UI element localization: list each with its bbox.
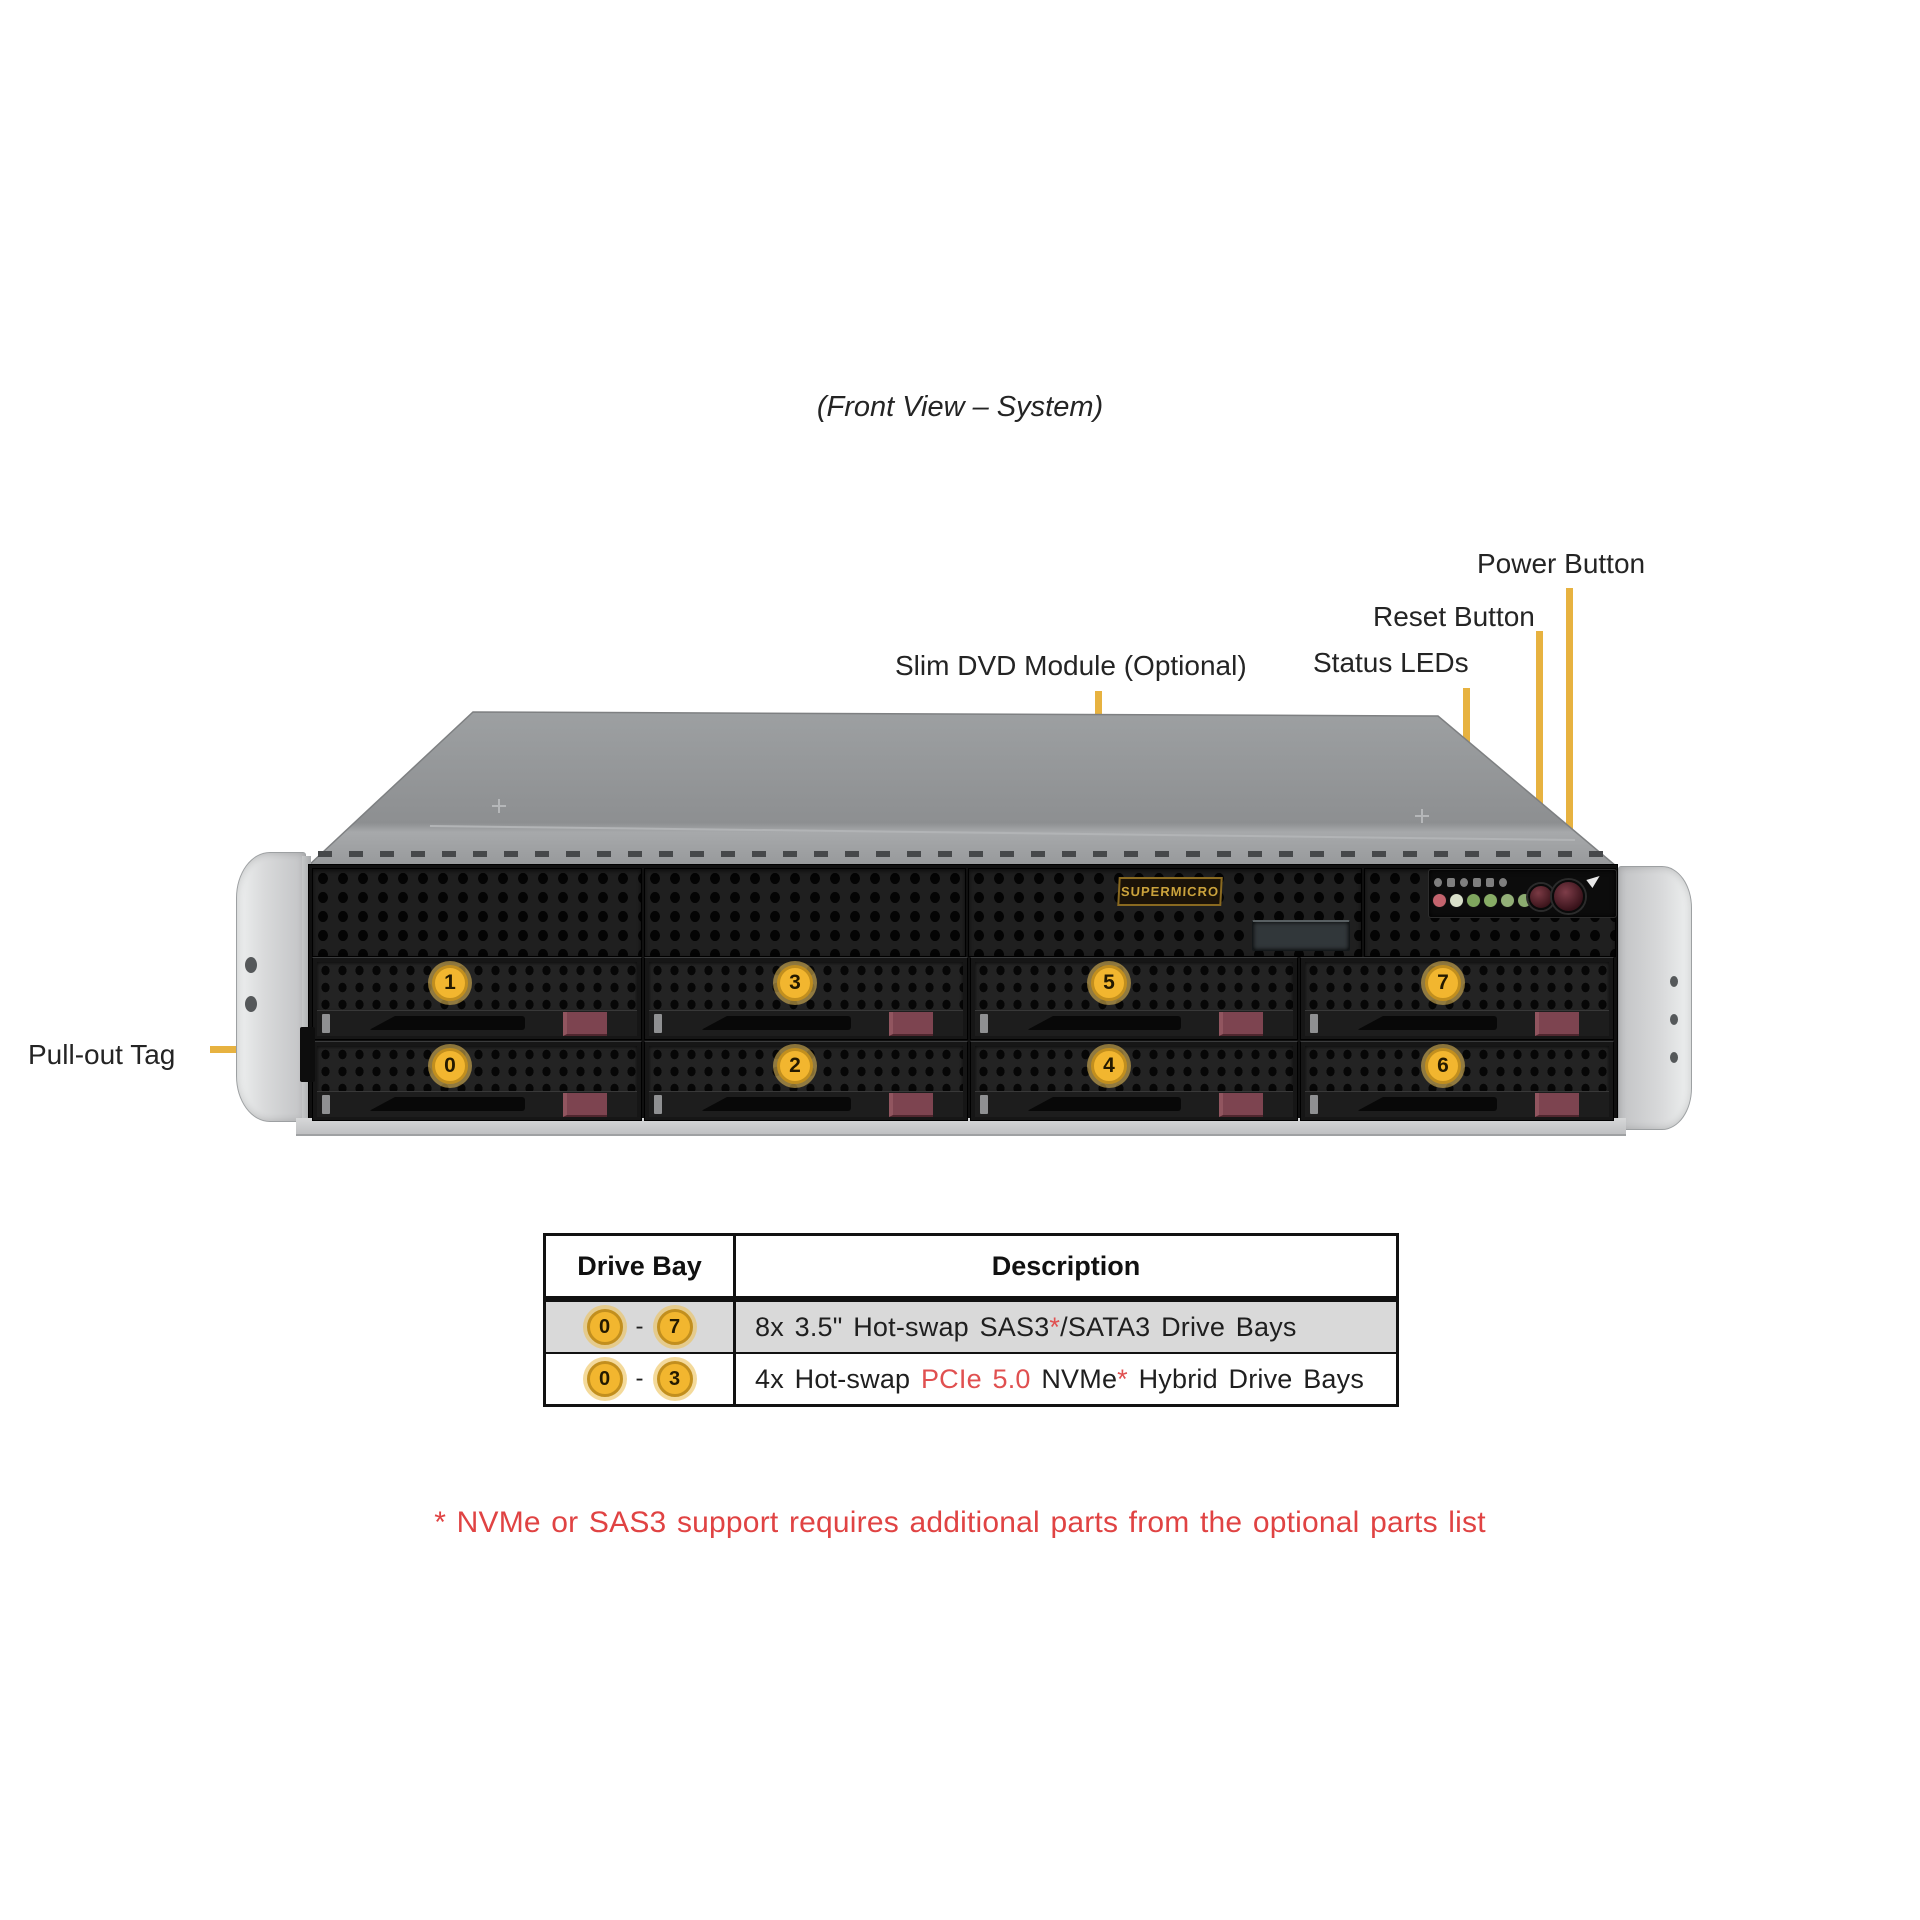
drive-tray-7 — [1300, 957, 1614, 1040]
table-header-row: Drive Bay Description — [546, 1236, 1396, 1302]
header-drive-bay: Drive Bay — [546, 1236, 736, 1296]
nic1-led — [1500, 893, 1515, 908]
tray-latch — [1219, 1012, 1263, 1036]
info-icon — [1447, 878, 1455, 887]
nic2-icon — [1473, 878, 1481, 887]
chassis-base — [296, 1118, 1626, 1136]
drive-tray-1 — [312, 957, 642, 1040]
status-icon-row — [1434, 878, 1507, 887]
right-handle-hole — [1670, 1052, 1678, 1063]
tray-latch — [1535, 1093, 1579, 1117]
drive-tray-0 — [312, 1041, 642, 1121]
callout-line-reset — [1536, 631, 1543, 888]
label-pullout-tag: Pull-out Tag — [28, 1039, 176, 1070]
bay-badge-3: 3 — [777, 965, 813, 1001]
tray-handle — [317, 1091, 637, 1117]
hdd-icon — [1499, 878, 1507, 887]
bay-badge-4: 4 — [1091, 1048, 1127, 1084]
tray-latch — [889, 1012, 933, 1036]
tray-latch — [889, 1093, 933, 1117]
bay-range-dash: - — [635, 1365, 644, 1392]
overheat-icon — [1460, 878, 1468, 887]
tray-handle — [975, 1091, 1293, 1117]
right-rack-handle — [1618, 866, 1692, 1130]
info-led — [1449, 893, 1464, 908]
table-bay-badge: 3 — [656, 1361, 693, 1397]
tray-handle — [975, 1010, 1293, 1036]
bay-badge-2: 2 — [777, 1048, 813, 1084]
bay-badge-1: 1 — [432, 965, 468, 1001]
power-led — [1432, 893, 1447, 908]
callout-line-power — [1566, 588, 1573, 888]
bay-badge-0: 0 — [432, 1048, 468, 1084]
page-title: (Front View – System) — [816, 391, 1104, 423]
nic1-icon — [1486, 878, 1494, 887]
label-power-button: Power Button — [1477, 548, 1646, 579]
bay-range-dash: - — [635, 1313, 644, 1340]
reset-button — [1528, 884, 1554, 910]
lid-front-vent-dashes — [318, 851, 1604, 857]
tray-latch — [563, 1012, 607, 1036]
table-row-sas: 0 - 7 8x 3.5" Hot-swap SAS3*/SATA3 Drive… — [546, 1302, 1396, 1354]
power-button — [1552, 880, 1585, 913]
top-vent-section-2 — [644, 868, 966, 957]
drive-tray-2 — [644, 1041, 968, 1121]
tray-handle — [1305, 1091, 1609, 1117]
tray-handle — [649, 1010, 963, 1036]
tray-latch — [1219, 1093, 1263, 1117]
right-handle-hole — [1670, 976, 1678, 987]
tray-latch — [563, 1093, 607, 1117]
pullout-tag-tab — [300, 1027, 315, 1082]
table-row-nvme: 0 - 3 4x Hot-swap PCIe 5.0 NVMe* Hybrid … — [546, 1354, 1396, 1404]
nic2-led — [1483, 893, 1498, 908]
table-bay-badge: 0 — [586, 1309, 623, 1345]
left-rack-handle — [236, 852, 306, 1122]
power-icon — [1434, 878, 1442, 887]
overheat-led — [1466, 893, 1481, 908]
footnote: * NVMe or SAS3 support requires addition… — [434, 1506, 1486, 1539]
tray-handle — [317, 1010, 637, 1036]
right-handle-hole — [1670, 1014, 1678, 1025]
tray-latch — [1535, 1012, 1579, 1036]
drive-tray-4 — [970, 1041, 1298, 1121]
row-description: 4x Hot-swap PCIe 5.0 NVMe* Hybrid Drive … — [755, 1363, 1365, 1394]
header-description: Description — [991, 1250, 1141, 1281]
drive-tray-5 — [970, 957, 1298, 1040]
dvd-slot — [1252, 920, 1350, 951]
drive-tray-6 — [1300, 1041, 1614, 1121]
bay-badge-7: 7 — [1425, 965, 1461, 1001]
left-handle-hole — [245, 957, 257, 973]
table-bay-badge: 0 — [586, 1361, 623, 1397]
tray-handle — [1305, 1010, 1609, 1036]
left-side-bracket — [302, 856, 311, 1118]
label-dvd-module: Slim DVD Module (Optional) — [895, 650, 1247, 681]
bay-badge-6: 6 — [1425, 1048, 1461, 1084]
drive-bay-spec-table: Drive Bay Description 0 - 7 8x 3.5" Hot-… — [543, 1233, 1399, 1407]
label-reset-button: Reset Button — [1373, 601, 1535, 632]
supermicro-logo: SUPERMICRO — [1117, 877, 1223, 906]
label-status-leds: Status LEDs — [1313, 647, 1469, 678]
table-bay-badge: 7 — [656, 1309, 693, 1345]
drive-tray-3 — [644, 957, 968, 1040]
tray-handle — [649, 1091, 963, 1117]
bay-badge-5: 5 — [1091, 965, 1127, 1001]
top-vent-section-1 — [312, 868, 642, 957]
row-description: 8x 3.5" Hot-swap SAS3*/SATA3 Drive Bays — [755, 1311, 1297, 1342]
status-led-row — [1432, 893, 1532, 908]
left-handle-hole — [245, 996, 257, 1012]
